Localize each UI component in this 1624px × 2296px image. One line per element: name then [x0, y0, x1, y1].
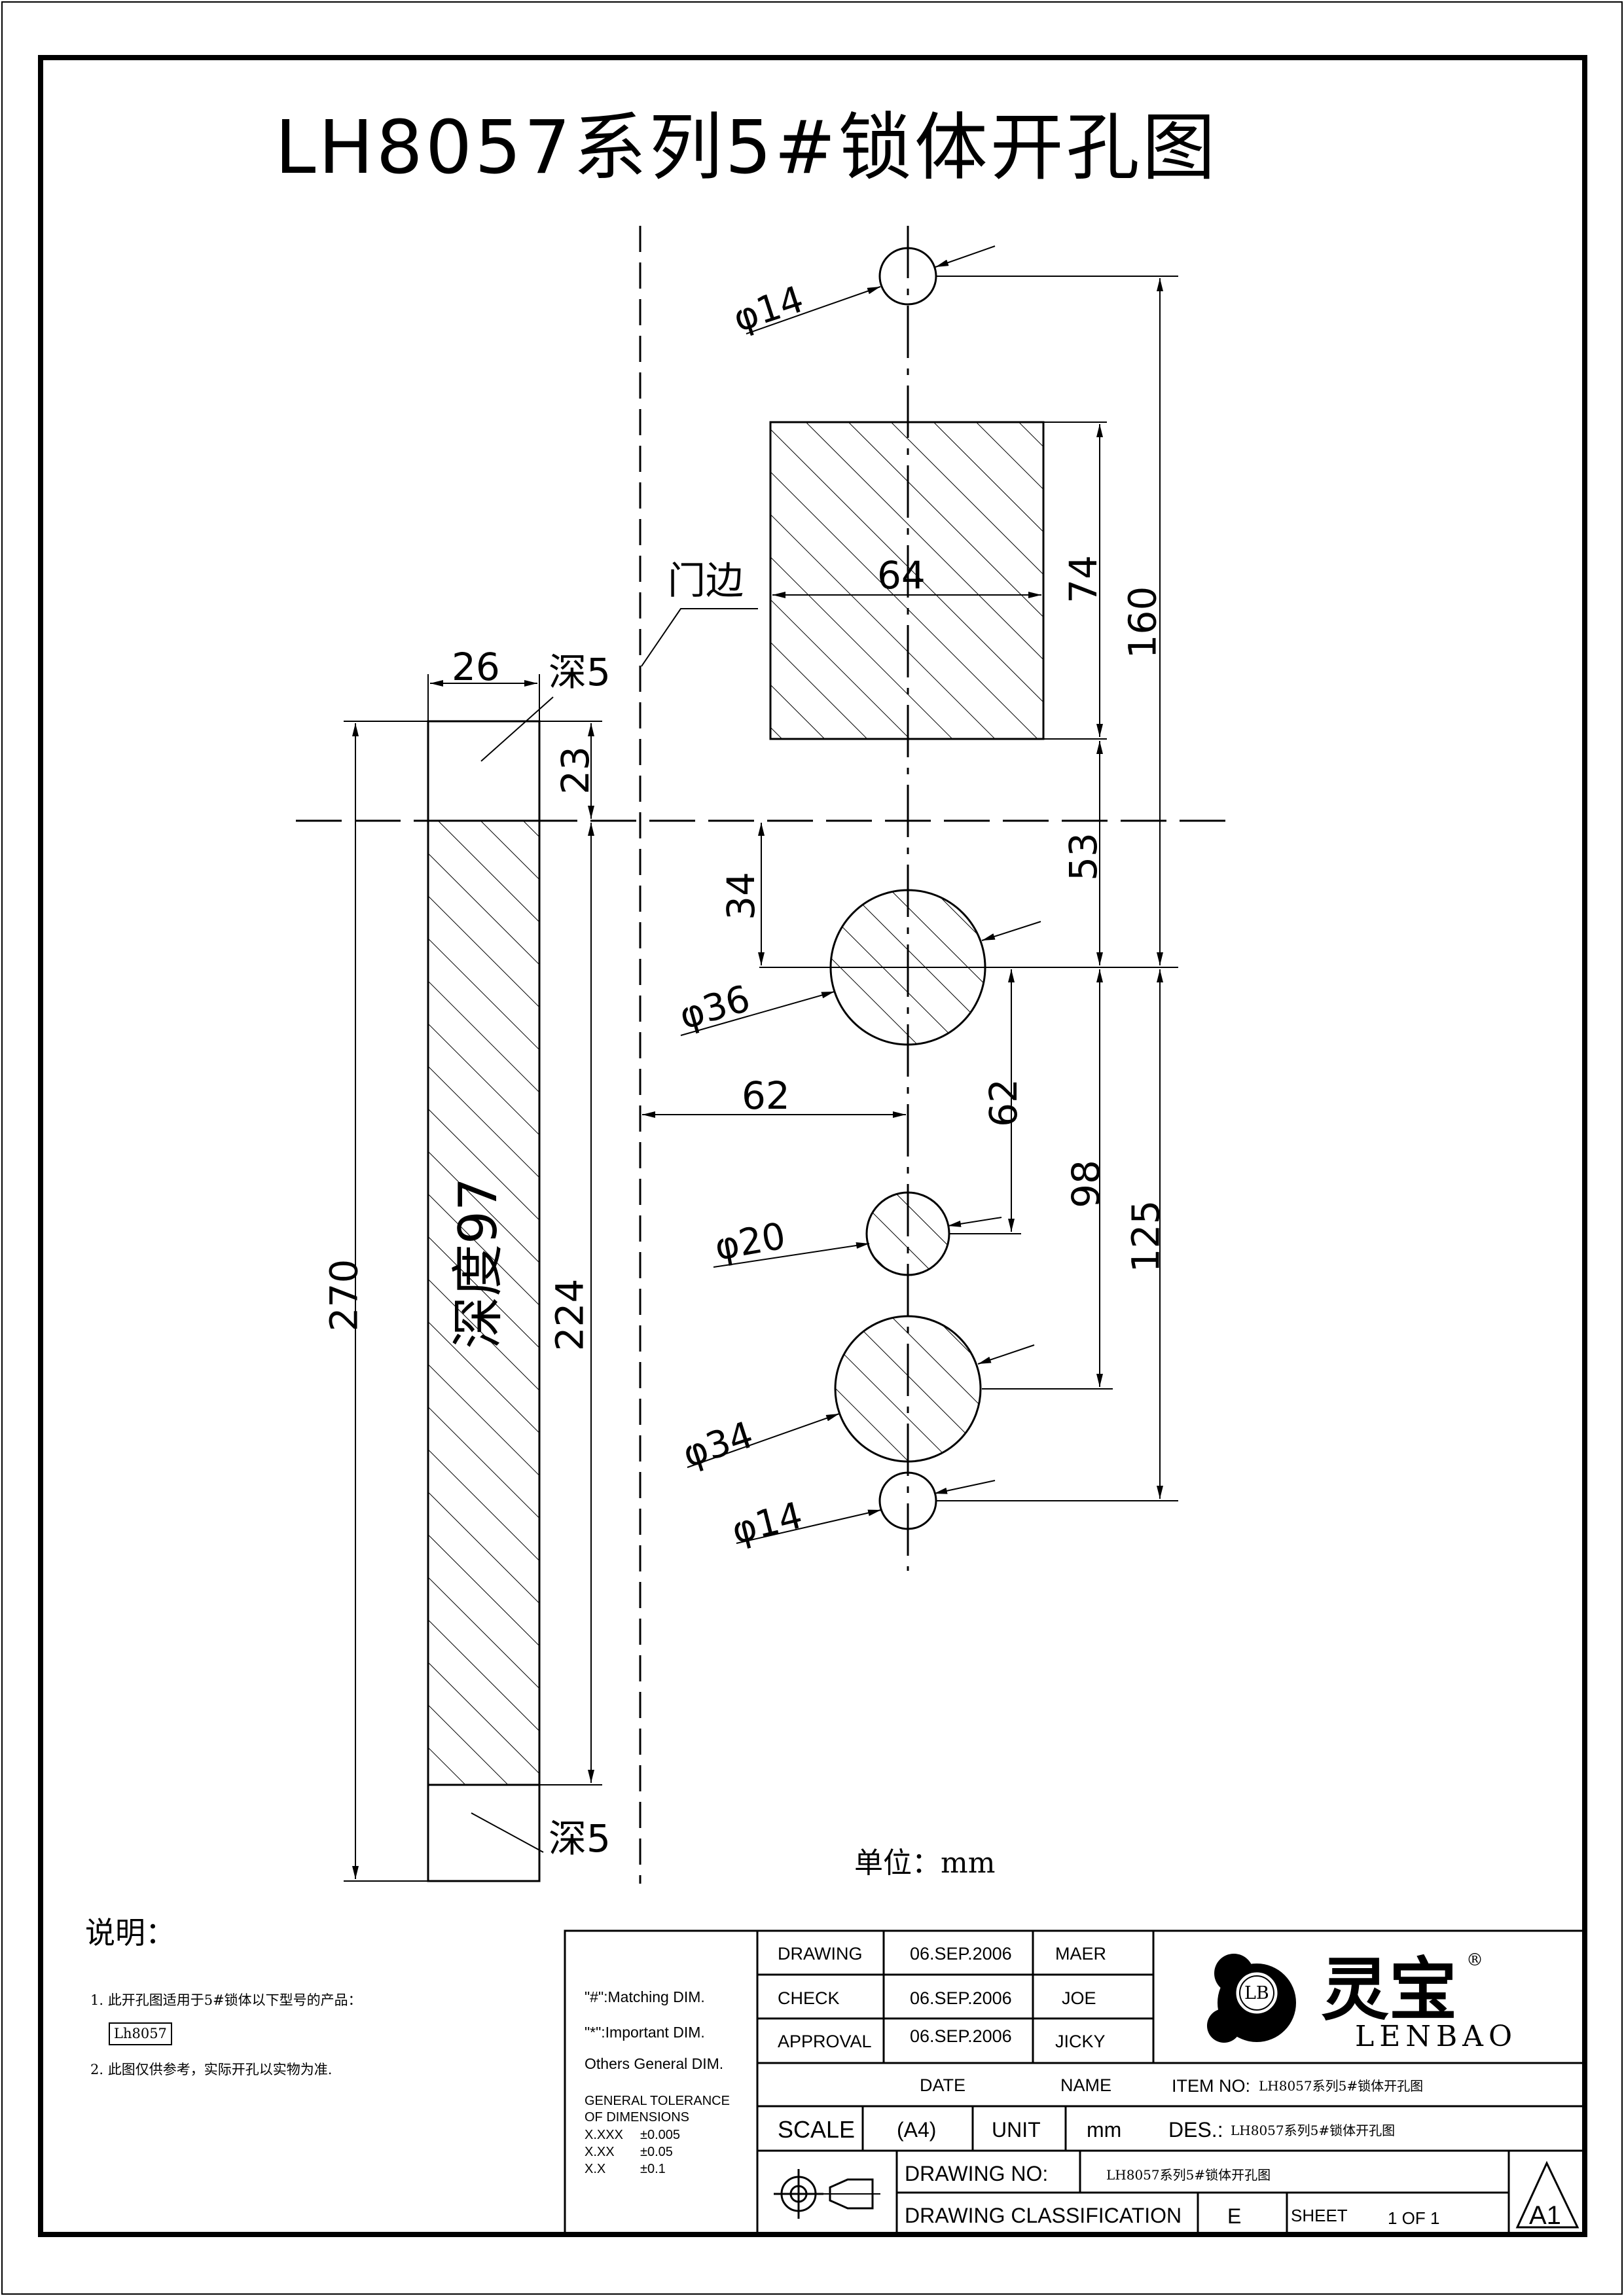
- approval-name-3: JICKY: [1055, 2032, 1106, 2051]
- item-no-label: ITEM NO:: [1172, 2076, 1250, 2096]
- edge-strip-hatch: [427, 819, 541, 1786]
- sheet-label: SHEET: [1291, 2206, 1348, 2225]
- notes-heading: 说明：: [85, 1915, 175, 1950]
- item-no-value: LH8057系列5#锁体开孔图: [1259, 2078, 1424, 2094]
- des-label: DES.:: [1168, 2118, 1223, 2142]
- date-header: DATE: [920, 2075, 966, 2095]
- approval-name-2: JOE: [1062, 1988, 1096, 2008]
- unit-label: 单位：mm: [854, 1846, 996, 1880]
- approval-date-1: 06.SEP.2006: [910, 1944, 1012, 1964]
- dim-34: 34: [718, 872, 763, 920]
- approval-name-1: MAER: [1055, 1944, 1107, 1964]
- approval-role-1: DRAWING: [778, 1944, 863, 1964]
- page-title: LH8057系列5#锁体开孔图: [275, 105, 1218, 190]
- dim-98: 98: [1063, 1160, 1108, 1208]
- unit-field-label: UNIT: [992, 2118, 1041, 2142]
- door-edge-label: 门边: [668, 558, 744, 603]
- tolerance-title-1: GENERAL TOLERANCE: [585, 2094, 730, 2108]
- inner-frame: [38, 55, 1587, 2237]
- sheet-size-mark: A1: [1529, 2201, 1561, 2230]
- dim-26: 26: [452, 645, 500, 689]
- depth-label-top: 深5: [549, 650, 611, 694]
- legend-matching: "#":Matching DIM.: [585, 1988, 705, 2005]
- tolerance-key-2: X.XX: [585, 2145, 615, 2159]
- title-block-grid: [564, 1929, 1586, 2236]
- classification-value: E: [1227, 2204, 1242, 2228]
- des-value: LH8057系列5#锁体开孔图: [1231, 2123, 1396, 2138]
- unit-field-value: mm: [1087, 2118, 1122, 2142]
- tolerance-val-2: ±0.05: [640, 2145, 673, 2159]
- hole-d20: [865, 1191, 950, 1276]
- dim-74: 74: [1060, 555, 1106, 603]
- tolerance-key-3: X.X: [585, 2162, 606, 2176]
- sheet-value: 1 OF 1: [1388, 2208, 1440, 2228]
- dim-125: 125: [1123, 1200, 1168, 1273]
- dim-64: 64: [877, 553, 926, 598]
- depth-label-bottom: 深5: [549, 1816, 611, 1861]
- dim-270: 270: [321, 1259, 367, 1332]
- approval-date-3: 06.SEP.2006: [910, 2026, 1012, 2046]
- tolerance-key-1: X.XXX: [585, 2128, 623, 2142]
- logo-monogram: LB: [1244, 1983, 1269, 2003]
- approval-role-2: CHECK: [778, 1988, 840, 2008]
- dim-62-vertical: 62: [981, 1079, 1026, 1127]
- scale-value: (A4): [897, 2118, 937, 2142]
- tolerance-val-3: ±0.1: [640, 2162, 666, 2176]
- tolerance-title-2: OF DIMENSIONS: [585, 2110, 690, 2125]
- approval-date-2: 06.SEP.2006: [910, 1988, 1012, 2008]
- dim-23: 23: [552, 746, 598, 795]
- approval-role-3: APPROVAL: [778, 2032, 872, 2051]
- note-item-1: 1. 此开孔图适用于5#锁体以下型号的产品：: [90, 1992, 362, 2008]
- projection-symbol-icon: [774, 2169, 880, 2219]
- depth-main-label: 深度97: [447, 1177, 509, 1349]
- logo-en: LENBAO: [1355, 2020, 1518, 2053]
- logo-reg: ®: [1466, 1950, 1483, 1970]
- hole-d34: [834, 1315, 982, 1463]
- scale-label: SCALE: [778, 2116, 856, 2143]
- sheet-size-triangle: [1515, 2161, 1579, 2229]
- lenbao-logo-icon: [1207, 1954, 1296, 2043]
- name-header: NAME: [1060, 2075, 1112, 2095]
- drawing-no-value: LH8057系列5#锁体开孔图: [1106, 2167, 1271, 2183]
- door-edge-leader: [641, 608, 758, 667]
- drawing-no-label: DRAWING NO:: [905, 2162, 1049, 2185]
- dim-224: 224: [547, 1278, 592, 1352]
- upper-cutout: [769, 421, 1045, 740]
- dim-160: 160: [1120, 586, 1165, 659]
- dim-53: 53: [1060, 833, 1106, 881]
- legend-important: "*":Important DIM.: [585, 2024, 705, 2041]
- note-item-2: 2. 此图仅供参考，实际开孔以实物为准.: [90, 2062, 333, 2077]
- model-box: Lh8057: [109, 2022, 172, 2045]
- legend-others: Others General DIM.: [585, 2055, 724, 2072]
- classification-label: DRAWING CLASSIFICATION: [905, 2204, 1182, 2227]
- dim-62-horizontal: 62: [742, 1073, 790, 1118]
- logo-cn: 灵宝: [1321, 1949, 1458, 2030]
- tolerance-val-1: ±0.005: [640, 2128, 681, 2142]
